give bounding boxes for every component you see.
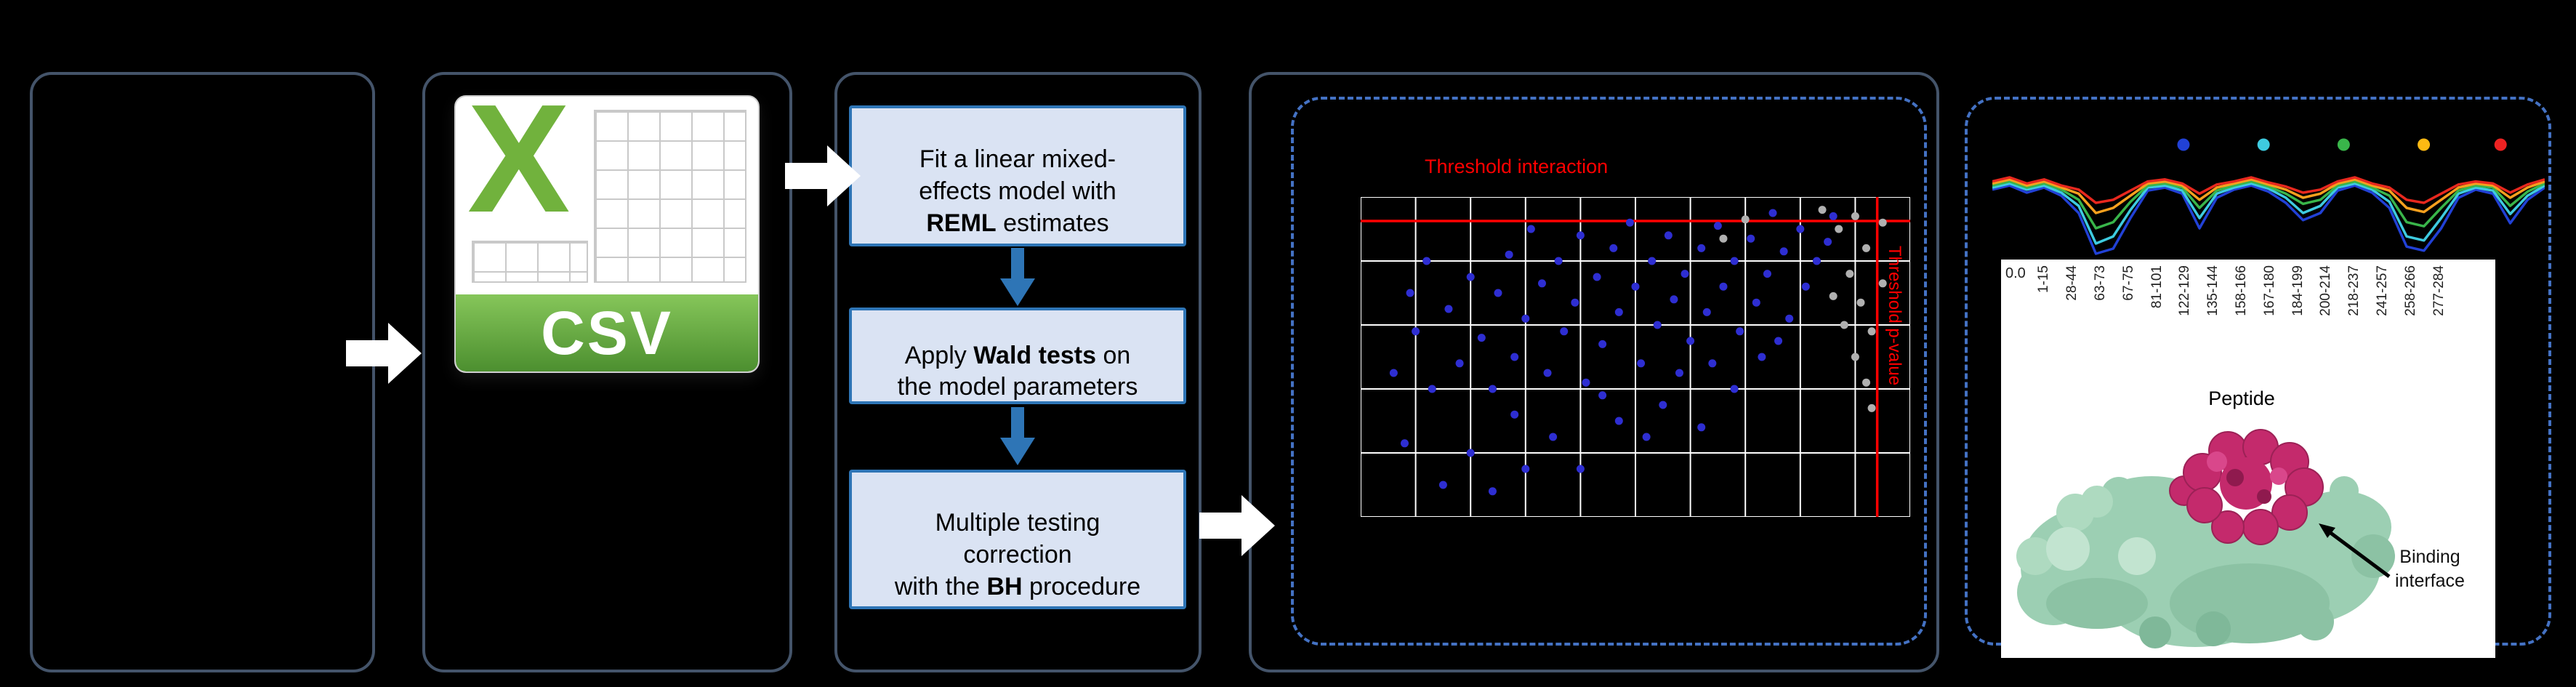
csv-file-icon: X CSV — [454, 95, 760, 373]
flow-arrow-down-icon — [1000, 407, 1035, 465]
step-fit-model-text: Fit a linear mixed- effects model with R… — [919, 145, 1116, 237]
panel-input — [30, 72, 375, 672]
peptide-tick-label: 167-180 — [2261, 265, 2277, 316]
peptide-tick-label: 81-101 — [2149, 265, 2165, 309]
spreadsheet-grid — [594, 110, 746, 283]
peptide-tick-label: 218-237 — [2346, 265, 2362, 316]
panel-statistics — [834, 72, 1202, 672]
deuterium-uptake-line-chart — [1992, 138, 2545, 255]
panel-csv — [422, 72, 792, 672]
threshold-pvalue-label: Threshold p-value — [1885, 246, 1904, 386]
peptide-tick-label: 241-257 — [2374, 265, 2390, 316]
step-fit-model: Fit a linear mixed- effects model with R… — [849, 105, 1186, 246]
peptide-structure-panel: 0.0 1-15 28-44 63-73 67-75 81-101 122-129 135-… — [2001, 260, 2495, 658]
panel-volcano — [1249, 72, 1939, 672]
step-bh-correction: Multiple testing correction with the BH … — [849, 470, 1186, 609]
step-wald-tests: Apply Wald tests on the model parameters — [849, 308, 1186, 404]
binding-interface-region — [2169, 429, 2324, 545]
peptide-tick-label: 67-75 — [2120, 265, 2136, 301]
step-bh-correction-text: Multiple testing correction with the BH … — [894, 509, 1141, 600]
peptide-tick-label: 200-214 — [2318, 265, 2334, 316]
peptide-tick-label: 158-166 — [2233, 265, 2249, 316]
y-axis-tick: 0.0 — [2005, 265, 2026, 281]
threshold-interaction-label: Threshold interaction — [1425, 156, 1609, 177]
protein-structure — [2016, 429, 2395, 648]
spreadsheet-grid — [472, 241, 588, 283]
peptide-tick-label: 135-144 — [2205, 265, 2221, 316]
peptide-tick-label: 1-15 — [2036, 265, 2052, 294]
protein-surface — [2016, 476, 2395, 648]
binding-interface-label: Binding interface — [2395, 547, 2465, 591]
peptide-tick-label: 122-129 — [2177, 265, 2193, 316]
peptide-axis-title: Peptide — [2208, 387, 2275, 409]
peptide-axis-labels: 1-15 28-44 63-73 67-75 81-101 122-129 135-144 1… — [2030, 265, 2453, 383]
peptide-tick-label: 63-73 — [2092, 265, 2108, 301]
csv-ribbon: CSV — [456, 294, 758, 371]
volcano-scatter-plot — [1361, 197, 1910, 517]
step-wald-tests-text: Apply Wald tests on the model parameters — [897, 341, 1138, 401]
excel-x-logo: X — [467, 95, 571, 244]
binding-interface-arrow-icon — [2319, 523, 2391, 579]
peptide-tick-label: 28-44 — [2064, 265, 2080, 301]
peptide-tick-label: 277-284 — [2431, 265, 2447, 316]
csv-label: CSV — [541, 298, 673, 367]
volcano-dashed-frame — [1291, 97, 1927, 646]
flow-arrow-right-icon — [346, 323, 422, 384]
peptide-tick-label: 184-199 — [2290, 265, 2306, 316]
flow-arrow-right-icon — [1199, 495, 1275, 556]
flow-arrow-right-icon — [785, 145, 861, 206]
peptide-tick-label: 258-266 — [2402, 265, 2418, 316]
flow-arrow-down-icon — [1000, 248, 1035, 306]
